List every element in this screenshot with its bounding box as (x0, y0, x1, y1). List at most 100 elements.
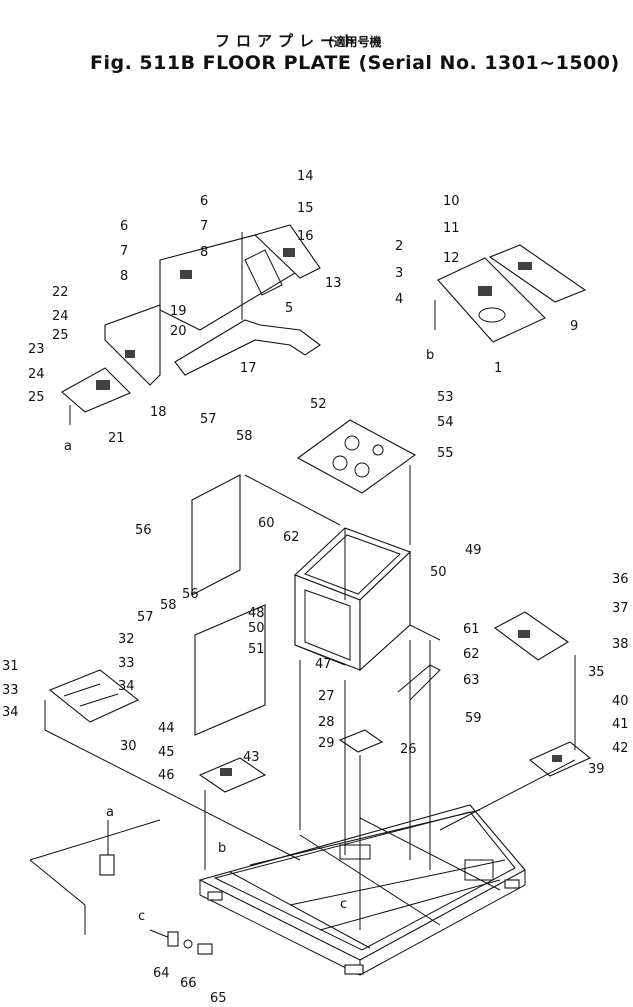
ref-b-top: b (426, 348, 434, 363)
callout-57b: 57 (137, 610, 154, 625)
callout-16: 16 (297, 229, 314, 244)
callout-60: 60 (258, 516, 275, 531)
callout-56b: 56 (182, 587, 199, 602)
callout-66: 66 (180, 976, 197, 991)
callout-15: 15 (297, 201, 314, 216)
callout-29: 29 (318, 736, 335, 751)
plates-top-left (61, 224, 321, 413)
detail-inset (29, 819, 213, 955)
title-japanese-serial: (適用号機 (328, 35, 382, 49)
callout-31: 31 (2, 659, 19, 674)
ref-a-inset: a (106, 805, 114, 820)
callout-9: 9 (570, 319, 578, 334)
callout-8b: 8 (120, 269, 128, 284)
plates-lower-left (48, 669, 267, 793)
callout-38: 38 (612, 637, 629, 652)
callout-41: 41 (612, 717, 629, 732)
callout-3: 3 (395, 266, 403, 281)
callout-51: 51 (248, 642, 265, 657)
callout-19: 19 (170, 304, 187, 319)
plate-1-9 (437, 244, 587, 343)
callout-62a: 62 (283, 530, 300, 545)
callout-8a: 8 (200, 245, 208, 260)
callout-24b: 24 (28, 367, 45, 382)
callout-39: 39 (588, 762, 605, 777)
callout-4: 4 (395, 292, 403, 307)
callout-44: 44 (158, 721, 175, 736)
callout-32: 32 (118, 632, 135, 647)
callout-55: 55 (437, 446, 454, 461)
callout-62b: 62 (463, 647, 480, 662)
leader-lines (44, 232, 576, 930)
plate-52 (296, 419, 417, 494)
callout-21: 21 (108, 431, 125, 446)
callout-12: 12 (443, 251, 460, 266)
callout-43: 43 (243, 750, 260, 765)
ref-c-frame: c (340, 897, 347, 912)
callout-25a: 25 (52, 328, 69, 343)
callout-23: 23 (28, 342, 45, 357)
callout-18: 18 (150, 405, 167, 420)
side-plates-56 (191, 474, 266, 736)
title-japanese: フロアプレート (215, 32, 363, 50)
reference-letters: a b a b c c (64, 348, 434, 924)
callout-6b: 6 (120, 219, 128, 234)
callout-58b: 58 (160, 598, 177, 613)
callout-35: 35 (588, 665, 605, 680)
base-frame (198, 804, 526, 976)
callout-22: 22 (52, 285, 69, 300)
callout-14: 14 (297, 169, 314, 184)
callout-7a: 7 (200, 219, 208, 234)
callout-20: 20 (170, 324, 187, 339)
callout-42: 42 (612, 741, 629, 756)
callout-33a: 33 (118, 656, 135, 671)
callout-46: 46 (158, 768, 175, 783)
callout-25b: 25 (28, 390, 45, 405)
callout-61: 61 (463, 622, 480, 637)
title-english: Fig. 511B FLOOR PLATE (Serial No. 1301~1… (90, 52, 620, 74)
callout-7b: 7 (120, 244, 128, 259)
callout-48: 48 (248, 606, 265, 621)
callout-64: 64 (153, 966, 170, 981)
callout-50b: 50 (430, 565, 447, 580)
callout-59: 59 (465, 711, 482, 726)
callout-17: 17 (240, 361, 257, 376)
plates-right (338, 611, 592, 777)
callout-27: 27 (318, 689, 335, 704)
callout-26: 26 (400, 742, 417, 757)
callout-58a: 58 (236, 429, 253, 444)
callout-labels: 1 2 3 4 5 6 6 7 7 8 8 9 10 11 12 13 14 1… (2, 169, 629, 1006)
callout-11: 11 (443, 221, 460, 236)
callout-2: 2 (395, 239, 403, 254)
center-box (293, 527, 441, 672)
callout-49: 49 (465, 543, 482, 558)
callout-56a: 56 (135, 523, 152, 538)
ref-b-frame: b (218, 841, 226, 856)
callout-50a: 50 (248, 621, 265, 636)
callout-34a: 34 (118, 679, 135, 694)
callout-1: 1 (494, 361, 502, 376)
callout-53: 53 (437, 390, 454, 405)
callout-6a: 6 (200, 194, 208, 209)
callout-30: 30 (120, 739, 137, 754)
ref-c-inset: c (138, 909, 145, 924)
callout-63: 63 (463, 673, 480, 688)
callout-13: 13 (325, 276, 342, 291)
callout-65: 65 (210, 991, 227, 1006)
callout-34b: 34 (2, 705, 19, 720)
callout-28: 28 (318, 715, 335, 730)
callout-5: 5 (285, 301, 293, 316)
callout-36: 36 (612, 572, 629, 587)
callout-57a: 57 (200, 412, 217, 427)
callout-37: 37 (612, 601, 629, 616)
callout-40: 40 (612, 694, 629, 709)
callout-10: 10 (443, 194, 460, 209)
callout-45: 45 (158, 745, 175, 760)
callout-24a: 24 (52, 309, 69, 324)
ref-a-top: a (64, 439, 72, 454)
callout-52: 52 (310, 397, 327, 412)
callout-33b: 33 (2, 683, 19, 698)
callout-54: 54 (437, 415, 454, 430)
